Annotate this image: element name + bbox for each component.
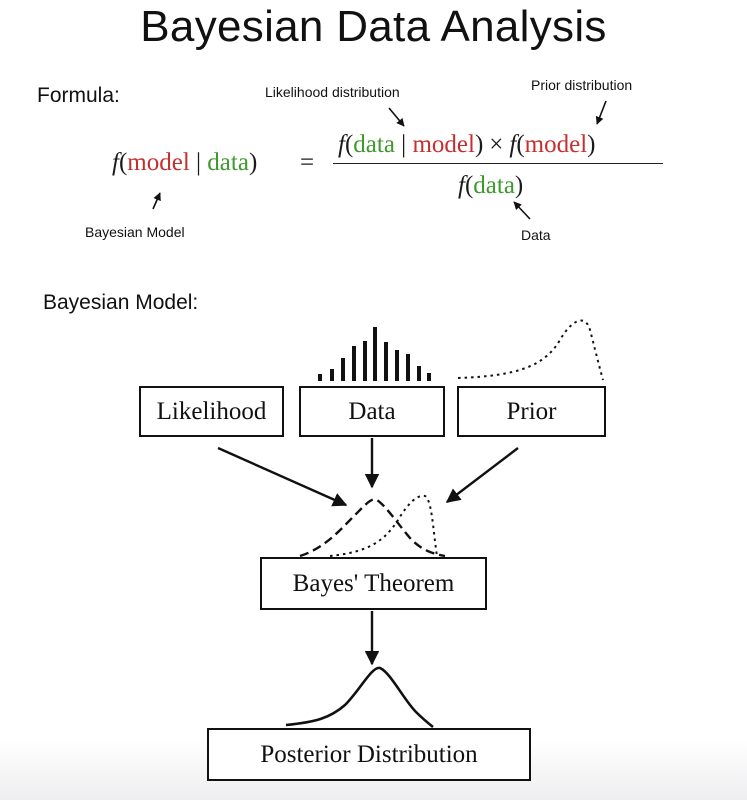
prior-annotation-arrow <box>595 100 607 125</box>
posterior-distribution-box: Posterior Distribution <box>207 728 531 781</box>
lhs-paren-open: ( <box>118 149 128 176</box>
bayes-theorem-box: Bayes' Theorem <box>260 557 487 610</box>
data-annotation-arrow <box>513 201 531 220</box>
likelihood-annotation-arrow <box>388 107 405 127</box>
formula-lhs: f(model | data) <box>112 149 257 177</box>
likelihood-box: Likelihood <box>139 386 284 437</box>
lhs-paren-close: ) <box>248 149 258 176</box>
numerator-paren-close: ) <box>474 131 484 158</box>
numerator-function-symbol: f <box>338 131 345 158</box>
lhs-data-term: data <box>207 149 249 176</box>
likelihood-to-theorem-arrow <box>217 446 348 507</box>
page-title: Bayesian Data Analysis <box>140 2 607 51</box>
lhs-given-bar: | <box>189 149 208 176</box>
numerator-paren-open: ( <box>344 131 354 158</box>
data-histogram <box>318 327 431 381</box>
prior-box: Prior <box>457 386 606 437</box>
numerator-data-term: data <box>353 131 395 158</box>
prior-function-symbol: f <box>509 131 517 158</box>
likelihood-distribution-annotation: Likelihood distribution <box>265 84 400 100</box>
prior-model-term: model <box>524 131 588 158</box>
prior-curve <box>457 319 604 381</box>
denominator-paren-open: ( <box>464 172 474 199</box>
prior-distribution-annotation: Prior distribution <box>531 77 633 93</box>
bayesian-model-annotation: Bayesian Model <box>85 224 185 240</box>
numerator-given-bar: | <box>394 131 413 158</box>
data-annotation: Data <box>521 227 551 243</box>
lhs-function-symbol: f <box>112 149 119 176</box>
bayesian-model-annotation-arrow <box>152 192 161 210</box>
lhs-model-term: model <box>127 149 190 176</box>
denominator-function-symbol: f <box>458 172 465 199</box>
formula-numerator: f(data | model)×f(model) <box>338 131 595 159</box>
data-box: Data <box>299 386 445 437</box>
posterior-curve <box>285 666 434 729</box>
prior-paren-close: ) <box>587 131 596 158</box>
formula-denominator: f(data) <box>458 172 523 200</box>
equals-sign: = <box>300 149 315 176</box>
prior-paren-open: ( <box>516 131 525 158</box>
times-sign: × <box>489 131 504 158</box>
formula-label: Formula: <box>37 84 120 107</box>
fraction-line <box>333 163 663 164</box>
likelihood-curve <box>299 498 446 558</box>
bayesian-model-label: Bayesian Model: <box>43 291 199 314</box>
denominator-paren-close: ) <box>514 172 524 199</box>
denominator-data-term: data <box>473 172 515 199</box>
prior-to-theorem-arrow <box>445 447 519 503</box>
numerator-model-term: model <box>412 131 475 158</box>
